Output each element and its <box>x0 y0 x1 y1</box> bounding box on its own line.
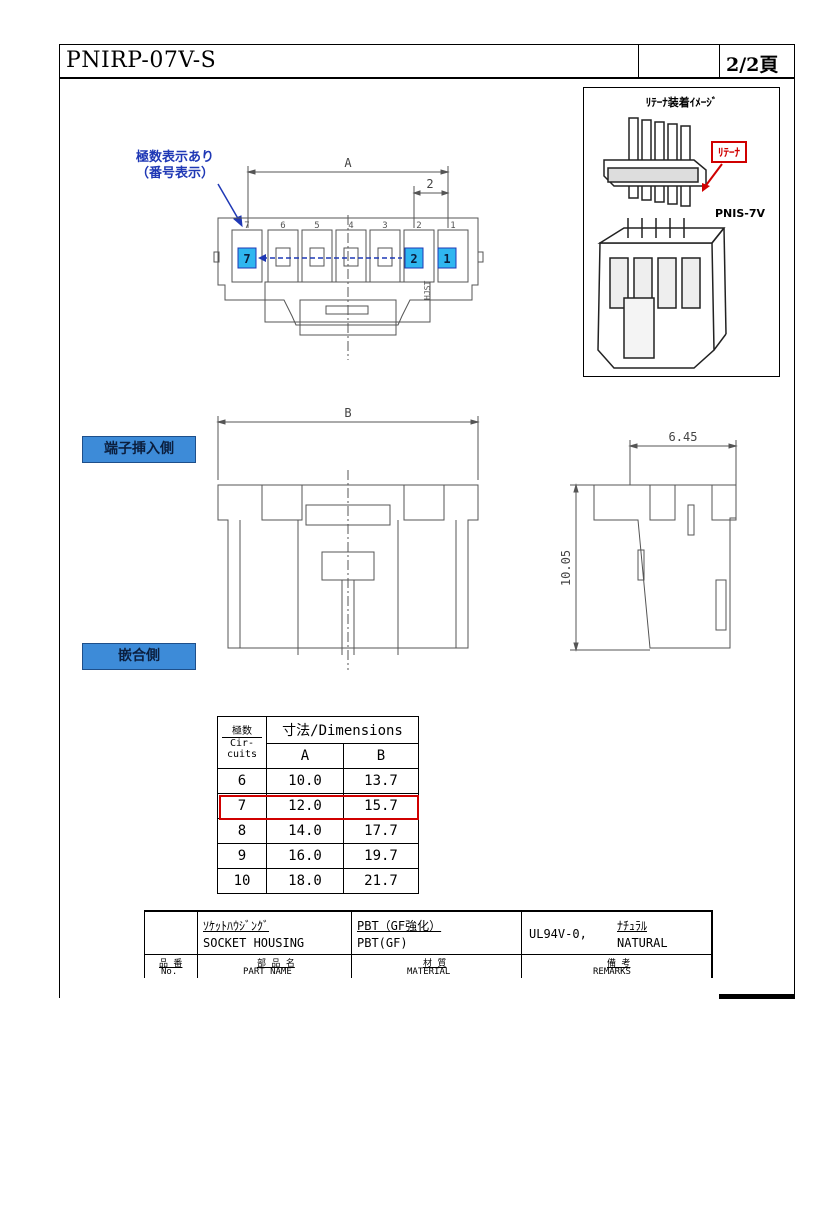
dimensions-table: 極数 Cir-cuits 寸法/Dimensions A B 6 10.0 13… <box>217 716 419 894</box>
table-row: 6 10.0 13.7 <box>217 768 419 794</box>
header-circuits-jp: 極数 <box>222 726 262 738</box>
pin-label: 3 <box>382 221 387 231</box>
pin-marker-2 <box>404 247 424 269</box>
cell-circuits: 10 <box>217 868 267 894</box>
dimension-label-a: A <box>344 156 352 170</box>
pin-number-callout: 極数表示あり （番号表示） <box>120 150 230 182</box>
pin-label: 2 <box>416 221 421 231</box>
part-name-jp: ｿｹｯﾄﾊｳｼﾞﾝｸﾞ <box>203 919 270 933</box>
retainer-label: ﾘﾃｰﾅ <box>711 141 747 163</box>
pin-marker-label: 7 <box>243 252 250 266</box>
cell-a: 14.0 <box>266 818 344 844</box>
insert-side-label: 端子挿入側 <box>82 436 196 463</box>
label-material-en: MATERIAL <box>407 967 451 977</box>
bom-label-divider <box>145 954 711 955</box>
cell-b: 13.7 <box>343 768 419 794</box>
cell-b: 15.7 <box>343 793 419 819</box>
label-no-jp: 品 番 <box>159 959 183 969</box>
header-dimensions: 寸法/Dimensions <box>266 716 419 744</box>
inset-title: ﾘﾃｰﾅ装着ｲﾒｰｼﾞ <box>645 96 718 109</box>
cell-a: 16.0 <box>266 843 344 869</box>
bom-divider <box>351 912 352 978</box>
dimension-label-645: 6.45 <box>669 430 698 444</box>
header-col-b: B <box>343 743 419 769</box>
title-divider <box>638 45 639 77</box>
drawing-sheet: PNIRP-07V-S 2/2頁 <box>59 44 795 999</box>
maker-mark: HJST <box>423 281 432 300</box>
dimension-label-b: B <box>344 406 351 420</box>
table-row: 8 14.0 17.7 <box>217 818 419 844</box>
remarks-color-jp: ﾅﾁｭﾗﾙ <box>617 919 648 933</box>
label-no-en: No. <box>161 967 178 977</box>
label-remarks-jp: 備 考 <box>607 959 631 969</box>
part-label: PNIS-7V <box>715 207 766 220</box>
material-en: PBT(GF) <box>357 936 408 950</box>
header-circuits: 極数 Cir-cuits <box>217 716 267 769</box>
pin-label: 7 <box>244 221 249 231</box>
remarks-color-en: NATURAL <box>617 936 668 950</box>
cell-b: 21.7 <box>343 868 419 894</box>
table-header-row: 極数 Cir-cuits 寸法/Dimensions <box>217 716 419 769</box>
part-name-en: SOCKET HOUSING <box>203 936 305 950</box>
remarks-grade: UL94V-0, <box>529 927 587 941</box>
pin-label: 4 <box>348 221 353 231</box>
header-circuits-en: Cir-cuits <box>226 737 258 760</box>
dimension-label-1005: 10.05 <box>559 550 573 586</box>
pin-label: 5 <box>314 221 319 231</box>
cell-a: 10.0 <box>266 768 344 794</box>
table-row: 7 12.0 15.7 <box>217 793 419 819</box>
label-part-en: PART NAME <box>243 967 292 977</box>
cell-circuits: 9 <box>217 843 267 869</box>
dimension-label-2: 2 <box>426 177 433 191</box>
pin-marker-1 <box>437 247 457 269</box>
page-divider <box>719 45 720 77</box>
label-material-jp: 材 質 <box>423 959 447 969</box>
mating-side-label: 嵌合側 <box>82 643 196 670</box>
highlighted-row-outline <box>219 795 419 820</box>
pin-marker-7 <box>237 247 257 269</box>
frame-bottom-bar <box>719 994 795 999</box>
title-block: PNIRP-07V-S 2/2頁 <box>59 44 795 79</box>
table-row: 10 18.0 21.7 <box>217 868 419 894</box>
callout-line-2: （番号表示） <box>135 166 214 181</box>
header-col-a: A <box>266 743 344 769</box>
retainer-image-inset: ﾘﾃｰﾅ装着ｲﾒｰｼﾞ ﾘﾃｰﾅ PNIS-7V <box>583 87 780 377</box>
frame-right-border <box>794 78 795 998</box>
cell-b: 17.7 <box>343 818 419 844</box>
page-number: 2/2頁 <box>726 54 779 76</box>
pin-marker-label: 2 <box>410 252 417 266</box>
cell-b: 19.7 <box>343 843 419 869</box>
label-remarks-en: REMARKS <box>593 967 631 977</box>
table-subheader-row: A B <box>218 743 419 769</box>
table-row: 9 16.0 19.7 <box>217 843 419 869</box>
cell-circuits: 8 <box>217 818 267 844</box>
drawing-title: PNIRP-07V-S <box>66 48 217 73</box>
cell-a: 18.0 <box>266 868 344 894</box>
pin-marker-label: 1 <box>443 252 450 266</box>
callout-line-1: 極数表示あり <box>135 150 214 165</box>
material-jp: PBT（GF強化） <box>357 919 442 933</box>
label-part-jp: 部 品 名 <box>257 959 295 969</box>
parts-list-block: ｿｹｯﾄﾊｳｼﾞﾝｸﾞ SOCKET HOUSING PBT（GF強化） PBT… <box>144 910 713 978</box>
pin-label: 1 <box>450 221 455 231</box>
frame-left-border <box>59 78 60 998</box>
cell-a: 12.0 <box>266 793 344 819</box>
bom-divider <box>521 912 522 978</box>
cell-circuits: 6 <box>217 768 267 794</box>
pin-label: 6 <box>280 221 285 231</box>
retainer-illustration <box>597 117 727 369</box>
bom-divider <box>197 912 198 978</box>
